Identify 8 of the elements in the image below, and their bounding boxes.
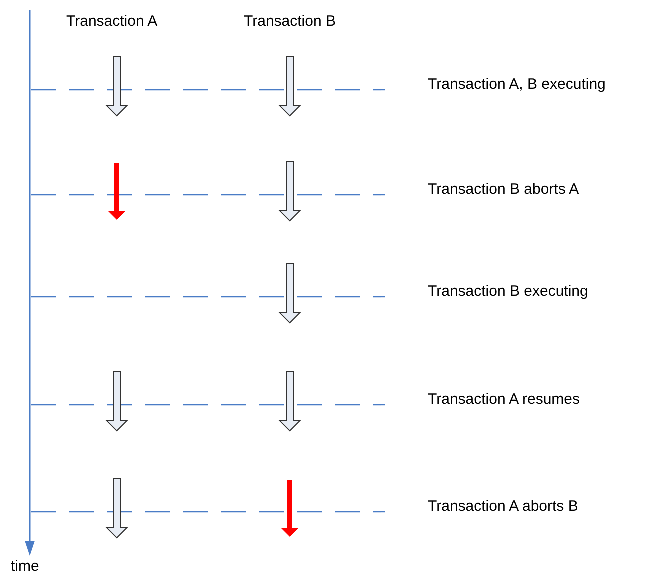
- axis-label: time: [11, 558, 40, 575]
- row-label: Transaction B aborts A: [428, 181, 580, 198]
- row-label: Transaction A, B executing: [428, 76, 606, 93]
- column-header: Transaction A: [66, 13, 158, 30]
- row-label: Transaction B executing: [428, 283, 588, 300]
- column-header: Transaction B: [244, 13, 336, 30]
- row-label: Transaction A aborts B: [428, 498, 578, 515]
- row-label: Transaction A resumes: [428, 391, 580, 408]
